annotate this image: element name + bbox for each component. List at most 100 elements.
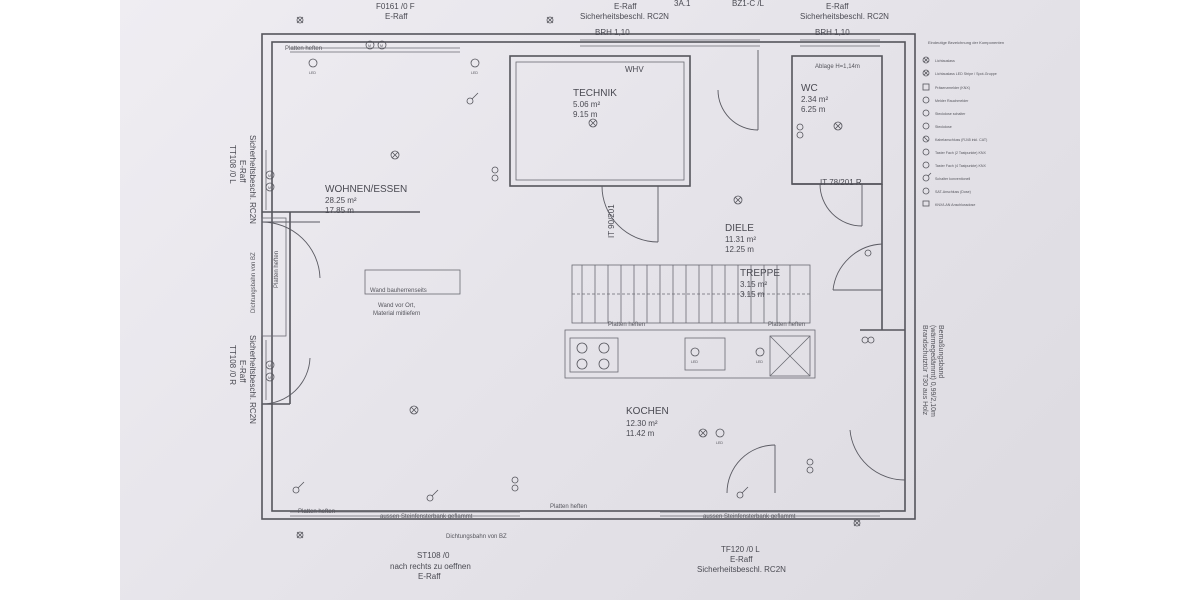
window-label-top-center-number: 3A.1: [674, 0, 691, 8]
room-name-wc: WC: [801, 83, 818, 94]
switch-icon: [466, 92, 479, 105]
room-name-treppe: TREPPE: [740, 268, 780, 279]
ceiling-light-icon: [390, 150, 400, 160]
window-label-bottom-right-id: TF120 /0 L: [721, 545, 760, 554]
room-perimeter-kochen: 11.42 m: [626, 429, 655, 438]
window-label-top-right-type: E-Raff: [826, 2, 849, 11]
led-group-icon: LED: [715, 428, 725, 445]
svg-text:LED: LED: [471, 71, 478, 75]
legend-item: Schalter konventionell: [935, 177, 970, 181]
room-perimeter-technik: 9.15 m: [573, 110, 598, 119]
led-group-icon: LED: [690, 347, 700, 364]
legend-ceiling-light-icon: [922, 56, 930, 64]
legend-sat-icon: [922, 187, 930, 195]
room-perimeter-wohnen: 17.85 m: [325, 206, 354, 215]
legend-knx-lan-icon: [922, 200, 930, 207]
legend-item: KNX/LAN Anschlussdose: [935, 203, 975, 207]
legend-network-icon: [922, 135, 930, 143]
svg-text:M: M: [268, 376, 271, 380]
svg-text:M: M: [268, 186, 271, 190]
room-area-treppe: 3.15 m²: [740, 280, 767, 289]
electrical-symbols: M M M M M M LED LED LED LED LED: [265, 16, 875, 539]
legend: Eindeutige Bezeichnung der Komponenten L…: [922, 40, 1004, 207]
annotation-fliesen-kitchen-right: Platten heften: [768, 322, 805, 328]
socket-icon: [861, 336, 875, 344]
legend-switch-icon: [922, 172, 932, 182]
window-label-bottom-right-security: Sicherheitsbeschl. RC2N: [697, 565, 786, 574]
room-area-kochen: 12.30 m²: [626, 419, 658, 428]
annotation-fliesen-left: Platten heften: [274, 251, 280, 288]
floor-plan: M M M M M M LED LED LED LED LED WOHNEN/E…: [228, 0, 1004, 581]
annotation-sill-left: aussen Steinfensterbank geflammt: [380, 514, 473, 520]
room-name-kochen: KOCHEN: [626, 406, 669, 417]
window-frames: [265, 39, 880, 517]
led-group-icon: LED: [308, 58, 318, 75]
socket-icon: [864, 249, 872, 257]
room-area-diele: 11.31 m²: [725, 235, 756, 244]
annotation-dichtung-bottom: Dichtungsbahn von BZ: [446, 534, 507, 540]
door-label-entrance: Brandschutztür T30 aus Holz (wärmegedämm…: [921, 325, 944, 417]
annotation-wand-line1: Wand bauherrenseits: [370, 288, 427, 294]
annotation-ablage: Ablage H=1,14m: [815, 64, 860, 70]
ceiling-light-icon: [588, 118, 598, 128]
annotation-dichtung-left: Dichtungsbahn von BZ: [251, 252, 257, 313]
svg-text:M: M: [268, 364, 271, 368]
svg-text:M: M: [380, 44, 383, 48]
legend-item: Lichtauslass: [935, 59, 955, 63]
window-label-bottom-center-id: ST108 /0: [417, 551, 450, 560]
window-label-left-upper: TT108 /0 L E-Raff Sicherheitsbeschl. RC2…: [228, 135, 257, 224]
network-outlet-icon: [546, 16, 554, 24]
annotation-fliesen-bottom-center: Platten heften: [550, 504, 587, 510]
smoke-detector-icon: M: [265, 170, 275, 180]
window-label-top-left-type: E-Raff: [385, 12, 408, 21]
window-label-left-lower-type: E-Raff: [238, 360, 247, 383]
svg-text:M: M: [368, 44, 371, 48]
legend-item: SAT-Anschluss (Dose): [935, 190, 971, 194]
legend-smoke-detector-icon: [922, 96, 930, 104]
plan-paper: M M M M M M LED LED LED LED LED WOHNEN/E…: [120, 0, 1080, 600]
window-label-top-right-security: Sicherheitsbeschl. RC2N: [800, 12, 889, 21]
socket-icon: [796, 123, 804, 139]
legend-led-icon: [922, 69, 930, 77]
svg-text:LED: LED: [716, 441, 723, 445]
door-label-entrance-line3: Bemaßungsband: [937, 325, 944, 378]
window-label-left-lower-id: TT108 /0 R: [228, 345, 237, 385]
annotation-brh-left: BRH 1,10: [595, 28, 630, 37]
doors: [261, 50, 906, 494]
window-label-bottom-right-type: E-Raff: [730, 555, 753, 564]
staircase: [572, 265, 810, 323]
kitchen-elements: [569, 335, 811, 377]
smoke-detector-icon: M: [265, 182, 275, 192]
smoke-detector-icon: M: [365, 40, 375, 50]
annotation-wand-line3: Material mitliefern: [373, 311, 420, 317]
legend-item: Taster Fach (2 Tastpunkte) KNX: [935, 151, 986, 155]
switch-icon: [426, 489, 439, 502]
legend-button-4-icon: [922, 161, 930, 169]
smoke-detector-icon: M: [377, 40, 387, 50]
room-perimeter-diele: 12.25 m: [725, 245, 754, 254]
legend-item: Präsenzmelder (KNX): [935, 86, 970, 90]
svg-text:LED: LED: [756, 360, 763, 364]
annotation-fliesen-top: Platten heften: [285, 46, 322, 52]
svg-text:LED: LED: [309, 71, 316, 75]
room-name-diele: DIELE: [725, 223, 754, 234]
room-perimeter-treppe: 3.15 m: [740, 290, 765, 299]
door-label-wc: IT 78/201 R: [820, 178, 862, 187]
svg-text:LED: LED: [691, 360, 698, 364]
legend-item: Kabelanschluss (RJ45 inkl. CAT): [935, 138, 987, 142]
annotation-fliesen-kitchen-left: Platten heften: [608, 322, 645, 328]
socket-icon: [491, 166, 499, 182]
smoke-detector-icon: M: [265, 372, 275, 382]
network-outlet-icon: [296, 531, 304, 539]
room-perimeter-wc: 6.25 m: [801, 105, 826, 114]
annotation-fliesen-bottom-left: Platten heften: [298, 509, 335, 515]
legend-button-2-icon: [922, 148, 930, 156]
socket-icon: [511, 476, 519, 492]
legend-item: Lichtauslass LED Stripe / Spot-Gruppe: [935, 72, 997, 76]
window-label-top-left-id: F0161 /0 F: [376, 2, 415, 11]
room-area-wohnen: 28.25 m²: [325, 196, 357, 205]
window-label-top-center-security: Sicherheitsbeschl. RC2N: [580, 12, 669, 21]
window-label-left-upper-security: Sicherheitsbeschl. RC2N: [248, 135, 257, 224]
legend-title: Eindeutige Bezeichnung der Komponenten: [928, 40, 1004, 45]
legend-item: Steckdose schalter: [935, 112, 966, 116]
